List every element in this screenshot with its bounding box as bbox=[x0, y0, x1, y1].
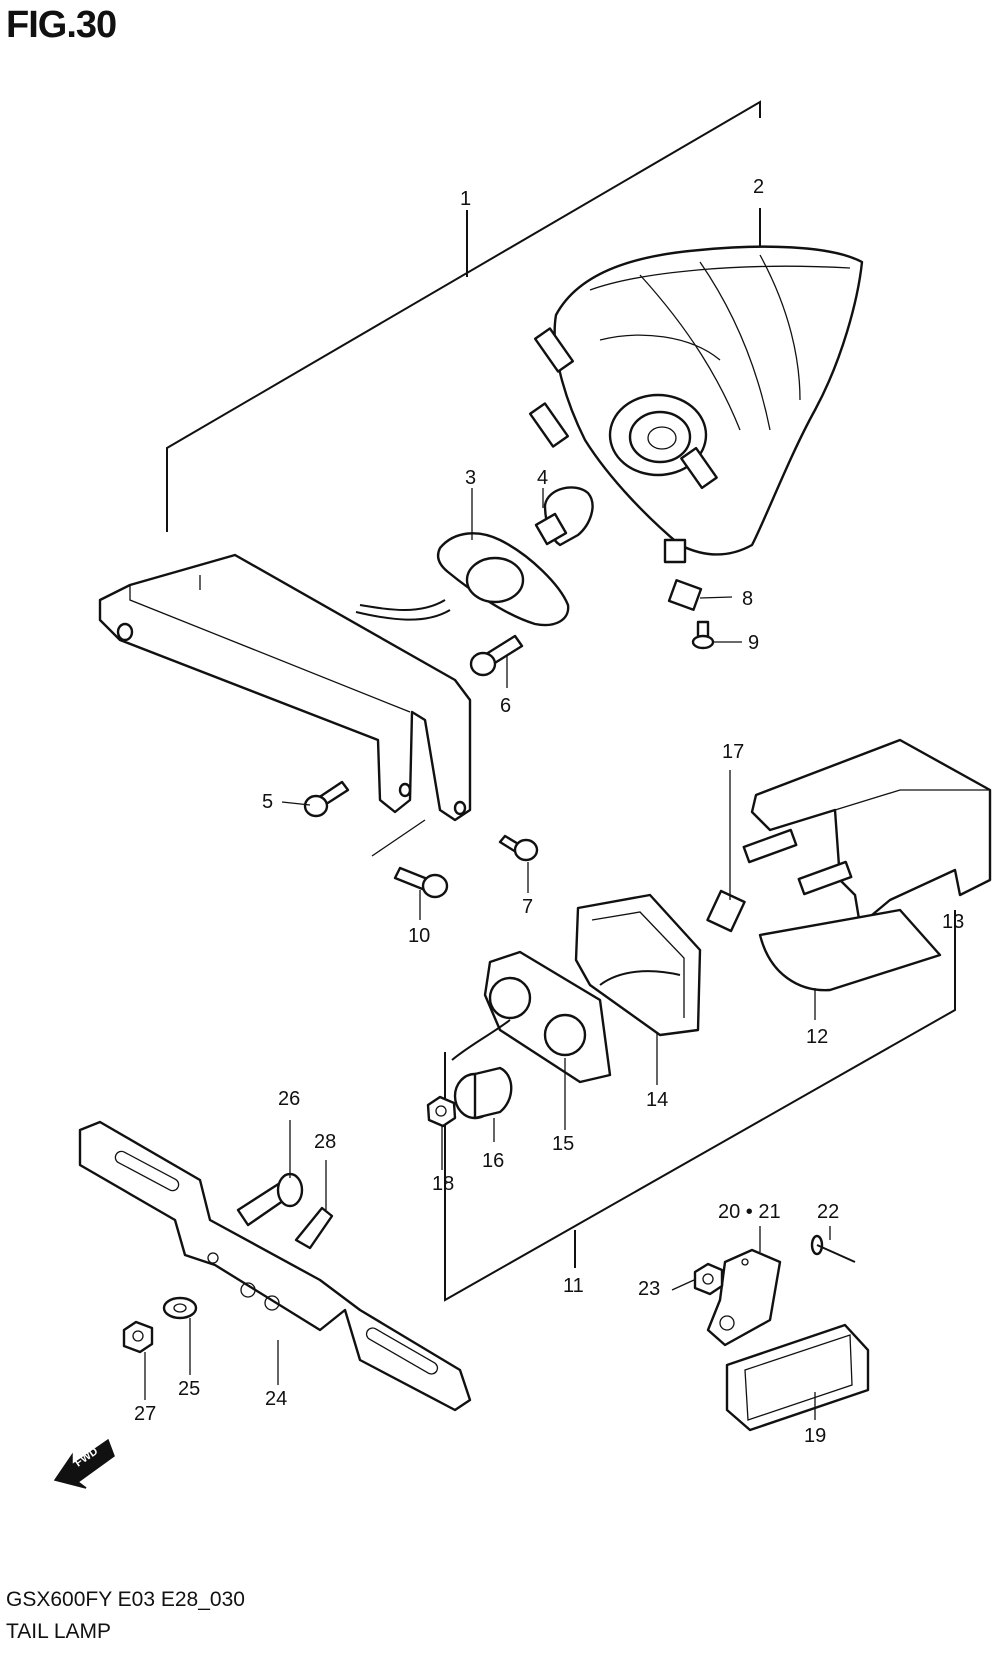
callout-23: 23 bbox=[638, 1278, 660, 1300]
callout-10: 10 bbox=[408, 925, 430, 947]
callout-27: 27 bbox=[134, 1403, 156, 1425]
callout-16: 16 bbox=[482, 1150, 504, 1172]
callout-3: 3 bbox=[465, 467, 476, 489]
reflector bbox=[725, 1323, 870, 1432]
callout-24: 24 bbox=[265, 1388, 287, 1410]
cushion bbox=[453, 1066, 513, 1120]
screw-5 bbox=[303, 780, 350, 818]
callout-2: 2 bbox=[753, 176, 764, 198]
callout-28: 28 bbox=[314, 1131, 336, 1153]
fwd-arrow-icon: FWD bbox=[53, 1438, 115, 1489]
assembly-11-bracket-lines bbox=[444, 910, 956, 1302]
assembly-name: TAIL LAMP bbox=[6, 1620, 112, 1643]
figure-title: FIG.30 bbox=[6, 4, 117, 46]
callout-26: 26 bbox=[278, 1088, 300, 1110]
callout-1: 1 bbox=[460, 188, 471, 210]
callout-18: 18 bbox=[432, 1173, 454, 1195]
callout-17: 17 bbox=[722, 741, 744, 763]
callout-20-21: 20 • 21 bbox=[718, 1201, 781, 1223]
callout-8: 8 bbox=[742, 588, 753, 610]
screw-10 bbox=[371, 819, 449, 899]
callout-11: 11 bbox=[563, 1275, 584, 1297]
screw-7 bbox=[498, 834, 539, 862]
clip-nut bbox=[667, 579, 703, 611]
license-lamp-base bbox=[451, 950, 612, 1084]
callout-6: 6 bbox=[500, 695, 511, 717]
model-code: GSX600FY E03 E28_030 bbox=[6, 1588, 245, 1611]
license-lamp-lens bbox=[758, 908, 942, 992]
callout-15: 15 bbox=[552, 1133, 574, 1155]
washer-25 bbox=[162, 1296, 198, 1320]
callout-14: 14 bbox=[646, 1089, 668, 1111]
callout-7: 7 bbox=[522, 896, 533, 918]
callout-12: 12 bbox=[806, 1026, 828, 1048]
license-plate-bracket bbox=[78, 1120, 472, 1412]
callout-5: 5 bbox=[262, 791, 273, 813]
bulb-socket bbox=[355, 532, 570, 627]
tail-lamp-bracket bbox=[98, 553, 472, 822]
assembly-1-bracket-lines bbox=[166, 100, 761, 532]
callout-19: 19 bbox=[804, 1425, 826, 1447]
tail-lamp-lens-housing bbox=[528, 245, 864, 564]
bolt-26 bbox=[236, 1172, 304, 1227]
callout-9: 9 bbox=[748, 632, 759, 654]
license-lamp-socket bbox=[574, 893, 702, 1037]
nut-27 bbox=[122, 1320, 154, 1354]
callout-labels: 1 2 3 4 5 6 7 8 9 10 11 12 13 14 15 16 1… bbox=[134, 176, 964, 1447]
grommet bbox=[706, 889, 746, 933]
housing-screw bbox=[691, 620, 715, 650]
license-lamp-cover bbox=[742, 738, 992, 927]
reflector-bracket bbox=[706, 1248, 782, 1347]
callout-leader-lines bbox=[144, 488, 831, 1420]
callout-22: 22 bbox=[817, 1201, 839, 1223]
callout-25: 25 bbox=[178, 1378, 200, 1400]
callout-4: 4 bbox=[537, 467, 548, 489]
bolt-22 bbox=[810, 1234, 856, 1263]
bulb bbox=[534, 486, 594, 547]
fastener-28 bbox=[294, 1206, 334, 1250]
nut-23 bbox=[693, 1262, 724, 1296]
screw-6 bbox=[469, 634, 524, 677]
nut-18 bbox=[426, 1095, 457, 1128]
callout-13: 13 bbox=[942, 911, 964, 933]
